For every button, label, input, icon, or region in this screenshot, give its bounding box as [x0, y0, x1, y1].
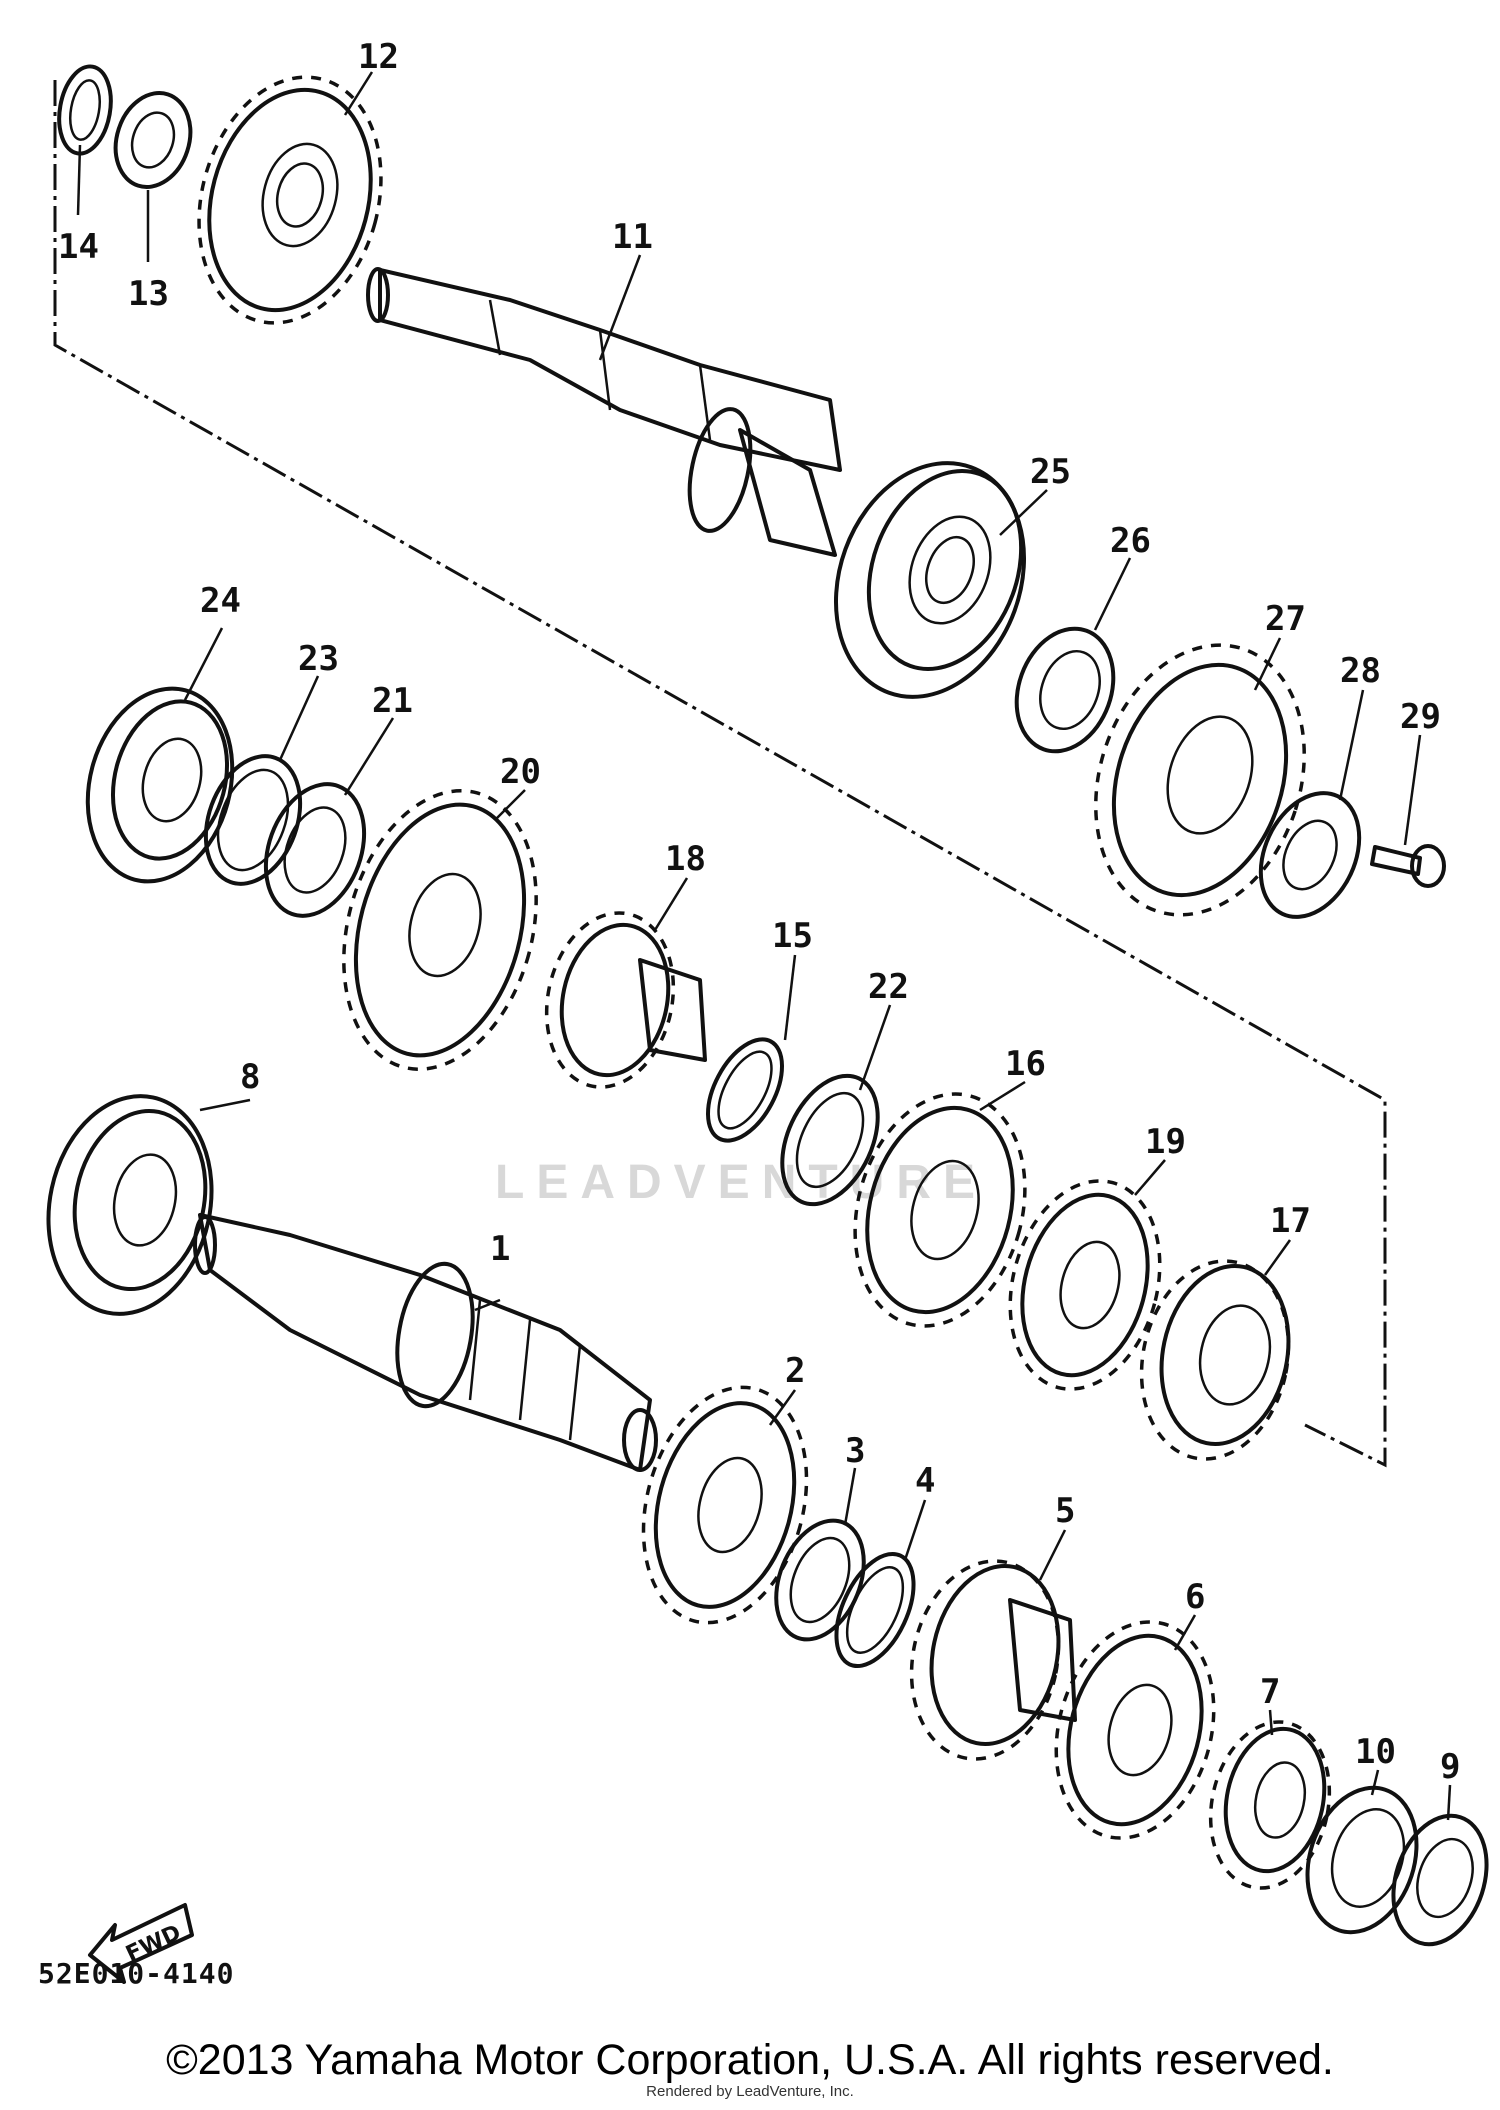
- diagram-code: 52E010-4140: [38, 1957, 235, 1990]
- callout-10: 10: [1355, 1732, 1396, 1772]
- callout-13: 13: [128, 274, 169, 314]
- watermark: LEADVENTURE: [495, 1156, 988, 1209]
- part-10-bearing: [1305, 1785, 1419, 1935]
- callout-9: 9: [1440, 1747, 1460, 1787]
- part-5-gear: [909, 1559, 1077, 1761]
- callout-7: 7: [1260, 1672, 1280, 1712]
- part-2-gear: [641, 1385, 809, 1625]
- callout-3: 3: [845, 1431, 865, 1471]
- part-8-bearing: [46, 1094, 214, 1316]
- part-4-circlip: [834, 1551, 916, 1669]
- assembly-frame: [53, 80, 1387, 1468]
- part-23-circlip: [203, 754, 303, 886]
- callout-labels: 12 13 14 11 25 26 27 28 29 24 23 21 20 1…: [58, 37, 1460, 1787]
- part-14-circlip: [57, 64, 113, 156]
- part-24-bearing: [85, 686, 235, 884]
- part-16-gear: [853, 1092, 1027, 1328]
- callout-11: 11: [612, 217, 653, 257]
- callout-16: 16: [1005, 1044, 1046, 1084]
- callout-2: 2: [785, 1351, 805, 1391]
- callout-12: 12: [358, 37, 399, 77]
- rendered-by-note: Rendered by LeadVenture, Inc.: [646, 2083, 854, 2100]
- callout-23: 23: [298, 639, 339, 679]
- part-25-bearing: [833, 461, 1027, 699]
- copyright-notice: ©2013 Yamaha Motor Corporation, U.S.A. A…: [166, 2036, 1334, 2084]
- part-13-washer: [113, 91, 193, 189]
- part-3-washer: [774, 1518, 866, 1642]
- callout-20: 20: [500, 752, 541, 792]
- part-18-gear: [544, 911, 707, 1089]
- callout-29: 29: [1400, 697, 1441, 737]
- part-29-bolt: [1370, 844, 1446, 888]
- callout-1: 1: [490, 1229, 510, 1269]
- callout-26: 26: [1110, 521, 1151, 561]
- part-26-oil-seal: [1014, 626, 1116, 754]
- callout-27: 27: [1265, 599, 1306, 639]
- callout-14: 14: [58, 227, 99, 267]
- callout-8: 8: [240, 1057, 260, 1097]
- part-20-gear: [342, 789, 538, 1071]
- callout-5: 5: [1055, 1491, 1075, 1531]
- part-1-axle: [193, 1213, 658, 1472]
- part-6-gear: [1054, 1620, 1216, 1840]
- part-15-circlip: [706, 1037, 784, 1143]
- part-11-shaft: [366, 267, 842, 557]
- callout-22: 22: [868, 967, 909, 1007]
- part-19-gear: [1008, 1179, 1162, 1391]
- callout-28: 28: [1340, 651, 1381, 691]
- part-7-gear: [1208, 1720, 1332, 1890]
- part-21-washer: [263, 782, 367, 918]
- leader-lines: [76, 71, 1452, 1821]
- callout-4: 4: [915, 1461, 935, 1501]
- part-27-sprocket: [1094, 643, 1306, 917]
- part-28-lock-washer: [1258, 791, 1362, 919]
- part-22-washer: [780, 1073, 880, 1207]
- callout-18: 18: [665, 839, 706, 879]
- callout-19: 19: [1145, 1122, 1186, 1162]
- part-9-oil-seal: [1391, 1813, 1489, 1947]
- part-12-gear: [197, 75, 383, 325]
- callout-17: 17: [1270, 1201, 1311, 1241]
- part-17-gear: [1139, 1259, 1291, 1461]
- callout-21: 21: [372, 681, 413, 721]
- callout-24: 24: [200, 581, 241, 621]
- callout-25: 25: [1030, 452, 1071, 492]
- callout-6: 6: [1185, 1577, 1205, 1617]
- callout-15: 15: [772, 916, 813, 956]
